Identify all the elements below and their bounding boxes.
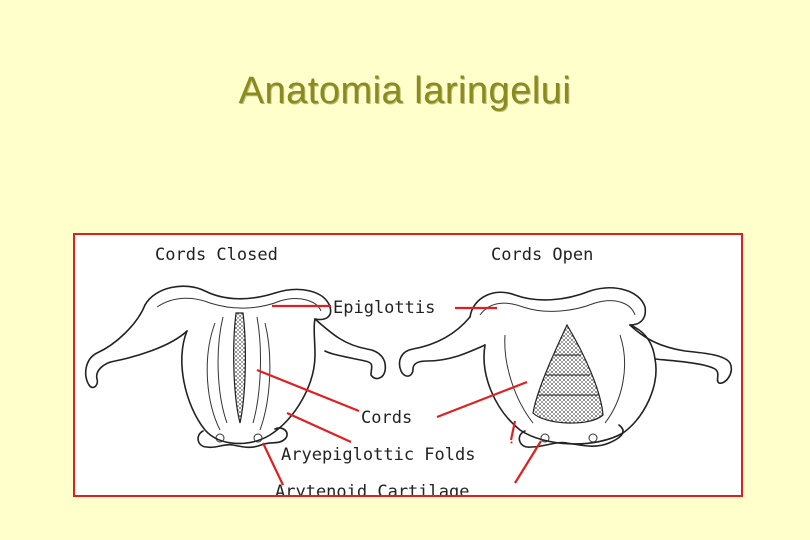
label-arytenoid-cartilage: Arytenoid Cartilage — [275, 482, 469, 497]
larynx-illustration: Cords Closed Cords Open — [84, 245, 733, 497]
pointer-folds-right — [509, 420, 517, 441]
label-cords: Cords — [361, 408, 412, 428]
larynx-closed-drawing — [84, 285, 387, 449]
label-cords-closed: Cords Closed — [155, 245, 278, 265]
pointer-arytenoid-left — [262, 442, 284, 486]
pointer-cords-right — [436, 380, 528, 419]
larynx-open-drawing — [398, 287, 733, 448]
pointer-folds-mid — [510, 441, 513, 444]
pointer-cords-left — [256, 368, 360, 413]
label-aryepiglottic-folds: Aryepiglottic Folds — [281, 445, 475, 465]
label-cords-open: Cords Open — [491, 245, 593, 265]
pointer-folds-left — [286, 411, 352, 444]
larynx-diagram: Cords Closed Cords Open — [73, 233, 743, 497]
pointer-arytenoid-right — [514, 440, 542, 484]
slide-title: Anatomia laringelui — [238, 70, 572, 112]
label-epiglottis: Epiglottis — [333, 298, 435, 318]
